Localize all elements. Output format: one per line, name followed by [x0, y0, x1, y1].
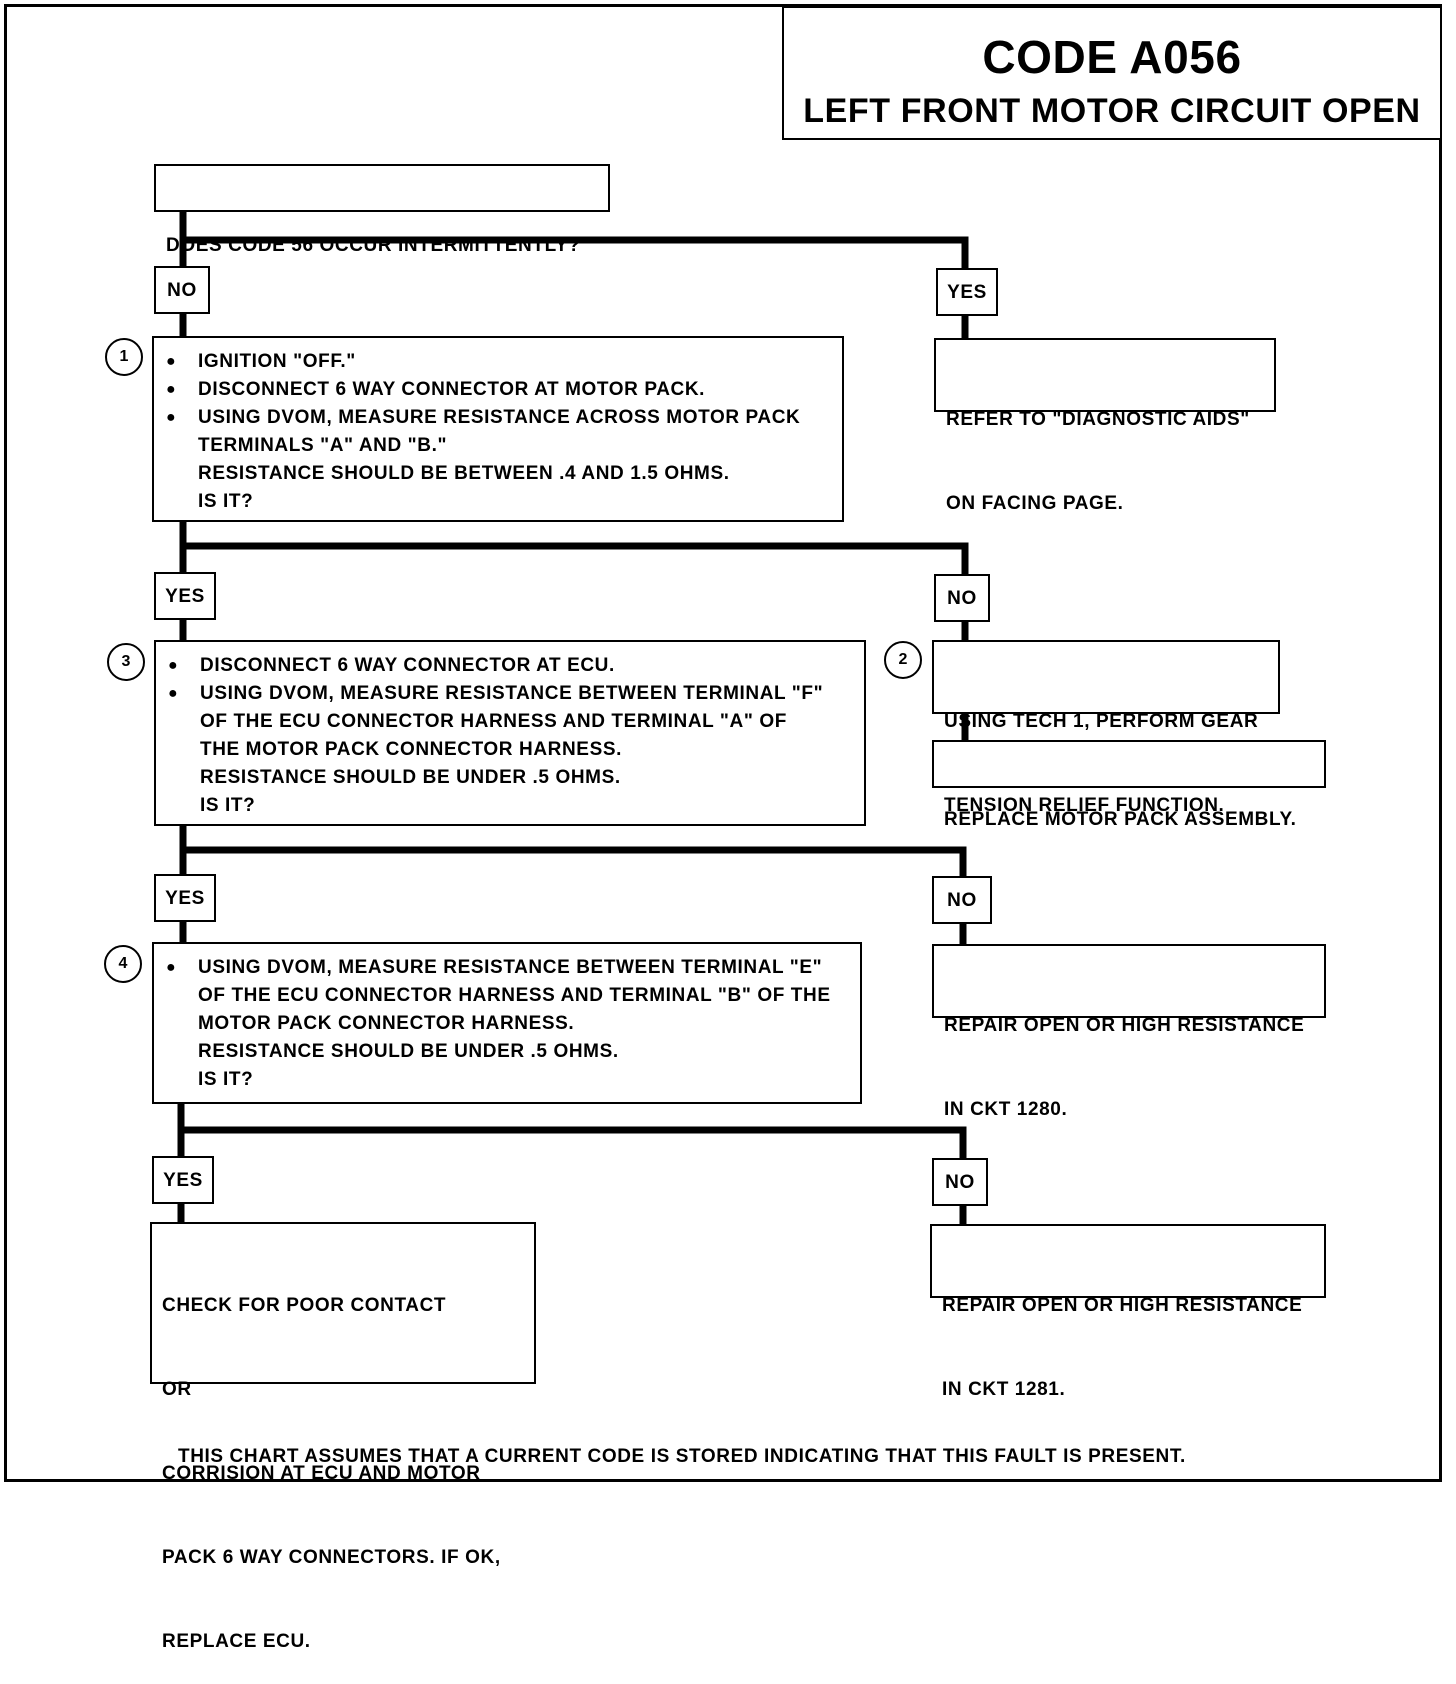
- step4-bullet-1: USING DVOM, MEASURE RESISTANCE BETWEEN T…: [164, 954, 850, 982]
- question-box: DOES CODE 56 OCCUR INTERMITTENTLY?: [154, 164, 610, 256]
- code-subtitle: LEFT FRONT MOTOR CIRCUIT OPEN: [803, 92, 1421, 130]
- step4-box: USING DVOM, MEASURE RESISTANCE BETWEEN T…: [152, 942, 862, 1104]
- refer-line-1: REFER TO "DIAGNOSTIC AIDS": [946, 409, 1250, 430]
- question-text: DOES CODE 56 OCCUR INTERMITTENTLY?: [166, 235, 581, 256]
- check-contact-line-5: REPLACE ECU.: [162, 1631, 311, 1652]
- step3-box: DISCONNECT 6 WAY CONNECTOR AT ECU. USING…: [154, 640, 866, 826]
- step2-line-1: USING TECH 1, PERFORM GEAR: [944, 711, 1259, 732]
- replace-motor-text: REPLACE MOTOR PACK ASSEMBLY.: [944, 809, 1297, 830]
- repair-1281-box: REPAIR OPEN OR HIGH RESISTANCE IN CKT 12…: [930, 1224, 1326, 1400]
- refer-line-2: ON FACING PAGE.: [946, 493, 1124, 514]
- replace-motor-box: REPLACE MOTOR PACK ASSEMBLY.: [932, 740, 1326, 830]
- step4-line-3: MOTOR PACK CONNECTOR HARNESS.: [198, 1013, 575, 1034]
- repair-1280-box: REPAIR OPEN OR HIGH RESISTANCE IN CKT 12…: [932, 944, 1326, 1120]
- page-frame: [4, 4, 1442, 1482]
- check-contact-line-3: CORRISION AT ECU AND MOTOR: [162, 1463, 481, 1484]
- step1-line-5: RESISTANCE SHOULD BE BETWEEN .4 AND 1.5 …: [198, 463, 730, 484]
- step1-bullet-3: USING DVOM, MEASURE RESISTANCE ACROSS MO…: [164, 404, 832, 432]
- title-box: CODE A056 LEFT FRONT MOTOR CIRCUIT OPEN: [782, 6, 1442, 140]
- step3-line-3: OF THE ECU CONNECTOR HARNESS AND TERMINA…: [200, 711, 787, 732]
- footnote: THIS CHART ASSUMES THAT A CURRENT CODE I…: [178, 1446, 1186, 1467]
- repair-1280-line-2: IN CKT 1280.: [944, 1099, 1068, 1120]
- step1-line-6: IS IT?: [198, 491, 254, 512]
- check-contact-box: CHECK FOR POOR CONTACT OR CORRISION AT E…: [150, 1222, 536, 1652]
- step3-line-5: RESISTANCE SHOULD BE UNDER .5 OHMS.: [200, 767, 621, 788]
- label-step4-no: NO: [932, 1158, 988, 1206]
- label-question-yes: YES: [936, 268, 998, 316]
- step3-bullet-2: USING DVOM, MEASURE RESISTANCE BETWEEN T…: [166, 680, 854, 708]
- step4-line-4: RESISTANCE SHOULD BE UNDER .5 OHMS.: [198, 1041, 619, 1062]
- step-number-1: 1: [105, 338, 143, 376]
- repair-1281-line-2: IN CKT 1281.: [942, 1379, 1066, 1400]
- label-step1-no: NO: [934, 574, 990, 622]
- refer-box: REFER TO "DIAGNOSTIC AIDS" ON FACING PAG…: [934, 338, 1276, 514]
- check-contact-line-1: CHECK FOR POOR CONTACT: [162, 1295, 447, 1316]
- label-question-no: NO: [154, 266, 210, 314]
- step3-bullet-1: DISCONNECT 6 WAY CONNECTOR AT ECU.: [166, 652, 854, 680]
- check-contact-line-2: OR: [162, 1379, 192, 1400]
- repair-1281-line-1: REPAIR OPEN OR HIGH RESISTANCE: [942, 1295, 1303, 1316]
- step-number-4: 4: [104, 945, 142, 983]
- label-step3-no: NO: [932, 876, 992, 924]
- step-number-3: 3: [107, 643, 145, 681]
- step4-line-5: IS IT?: [198, 1069, 254, 1090]
- step2-line-2: TENSION RELIEF FUNCTION.: [944, 795, 1225, 816]
- label-step1-yes: YES: [154, 572, 216, 620]
- check-contact-line-4: PACK 6 WAY CONNECTORS. IF OK,: [162, 1547, 501, 1568]
- repair-1280-line-1: REPAIR OPEN OR HIGH RESISTANCE: [944, 1015, 1305, 1036]
- step3-line-6: IS IT?: [200, 795, 256, 816]
- connector-step3: [179, 819, 967, 949]
- label-step3-yes: YES: [154, 874, 216, 922]
- code-title: CODE A056: [982, 31, 1242, 83]
- step1-box: IGNITION "OFF." DISCONNECT 6 WAY CONNECT…: [152, 336, 844, 522]
- step1-line-4: TERMINALS "A" AND "B.": [198, 435, 448, 456]
- step4-line-2: OF THE ECU CONNECTOR HARNESS AND TERMINA…: [198, 985, 831, 1006]
- step1-bullet-2: DISCONNECT 6 WAY CONNECTOR AT MOTOR PACK…: [164, 376, 832, 404]
- step-number-2: 2: [884, 641, 922, 679]
- step2-box: USING TECH 1, PERFORM GEAR TENSION RELIE…: [932, 640, 1280, 816]
- connector-step4: [177, 1096, 967, 1230]
- step1-bullet-1: IGNITION "OFF.": [164, 348, 832, 376]
- label-step4-yes: YES: [152, 1156, 214, 1204]
- connector-step1: [179, 516, 969, 649]
- step3-line-4: THE MOTOR PACK CONNECTOR HARNESS.: [200, 739, 622, 760]
